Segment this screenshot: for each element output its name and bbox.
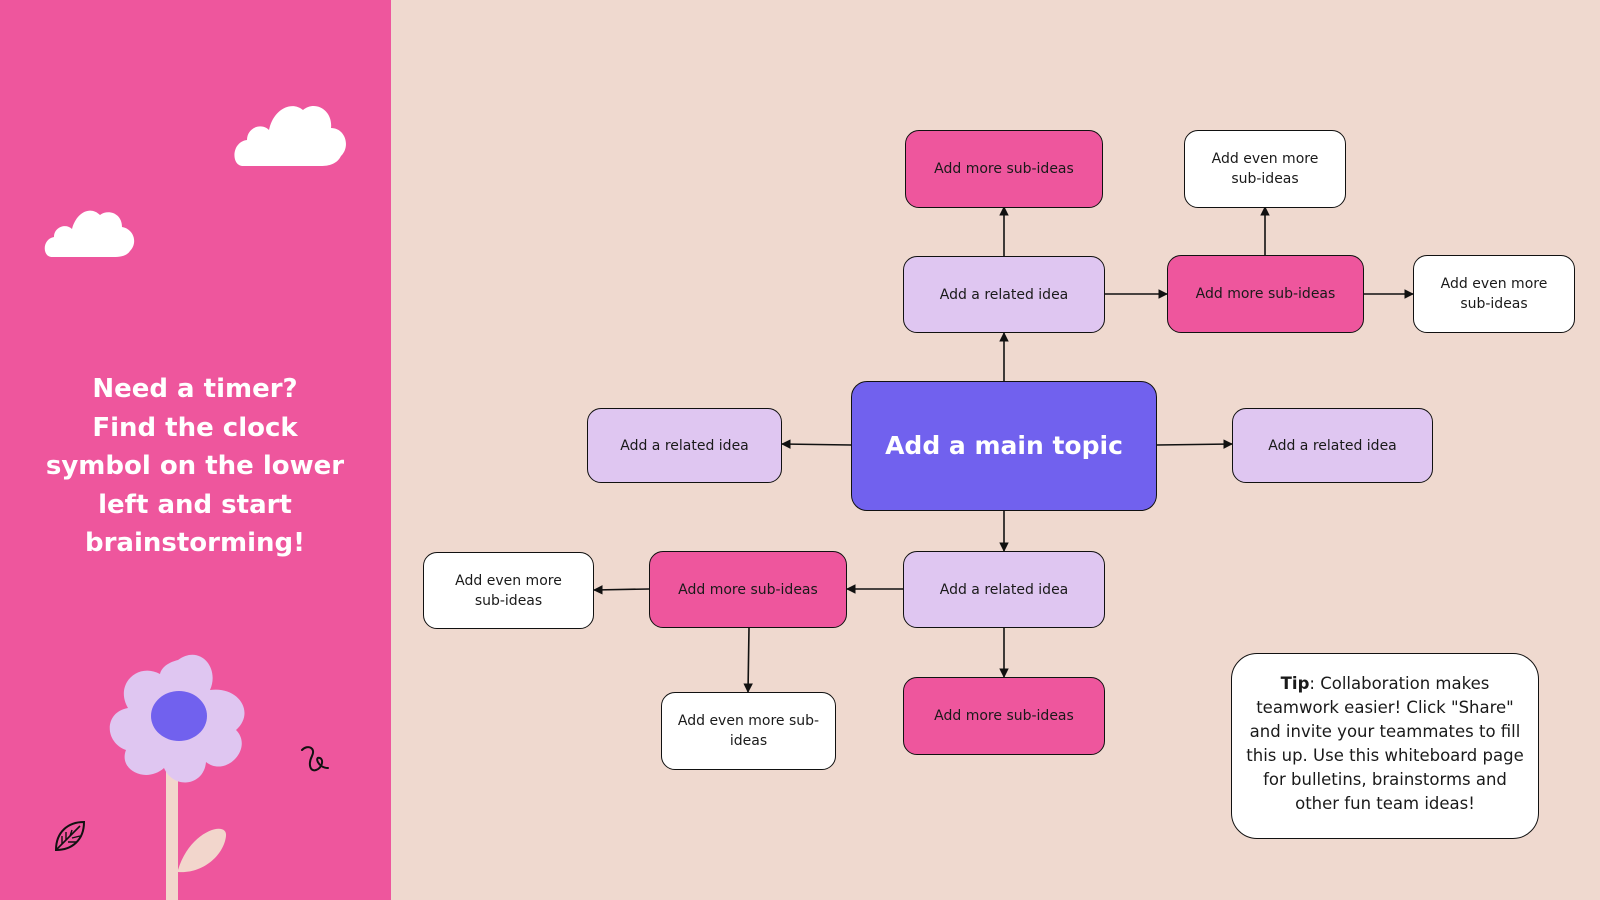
sub-idea-node[interactable]: Add more sub-ideas: [1167, 255, 1364, 333]
even-more-sub-ideas-node[interactable]: Add even more sub-ideas: [1184, 130, 1346, 208]
main-topic-node[interactable]: Add a main topic: [851, 381, 1157, 511]
related-idea-node[interactable]: Add a related idea: [1232, 408, 1433, 483]
connector: [781, 439, 852, 449]
even-more-sub-ideas-node[interactable]: Add even more sub-ideas: [423, 552, 594, 629]
connector: [593, 585, 650, 595]
cloud-icon: [44, 210, 135, 257]
even-more-sub-ideas-node[interactable]: Add even more sub-ideas: [1413, 255, 1575, 333]
timer-line: symbol on the lower: [45, 451, 345, 481]
squiggle-icon: [301, 746, 329, 772]
sub-idea-node[interactable]: Add more sub-ideas: [649, 551, 847, 628]
related-idea-node[interactable]: Add a related idea: [903, 256, 1105, 333]
related-idea-node[interactable]: Add a related idea: [903, 551, 1105, 628]
timer-line: Need a timer?: [92, 374, 298, 404]
timer-line: left and start: [98, 489, 292, 520]
timer-line: brainstorming!: [85, 528, 305, 558]
connector: [1156, 439, 1233, 449]
timer-line: Find the clock: [92, 412, 298, 443]
related-idea-node[interactable]: Add a related idea: [587, 408, 782, 483]
sub-idea-node[interactable]: Add more sub-ideas: [903, 677, 1105, 755]
connector: [743, 627, 753, 693]
cloud-icon: [234, 106, 346, 166]
sub-idea-node[interactable]: Add more sub-ideas: [905, 130, 1103, 208]
tip-note[interactable]: Tip: Collaboration makes teamwork easier…: [1231, 653, 1539, 839]
even-more-sub-ideas-node[interactable]: Add even more sub-ideas: [661, 692, 836, 770]
leaf-icon: [54, 820, 86, 852]
tip-text: : Collaboration makes teamwork easier! C…: [1246, 674, 1524, 813]
timer-instructions: Need a timer? Find the clock symbol on t…: [30, 370, 360, 563]
flower-icon: [109, 654, 245, 900]
tip-label: Tip: [1280, 674, 1310, 693]
left-panel: Need a timer? Find the clock symbol on t…: [0, 0, 391, 900]
